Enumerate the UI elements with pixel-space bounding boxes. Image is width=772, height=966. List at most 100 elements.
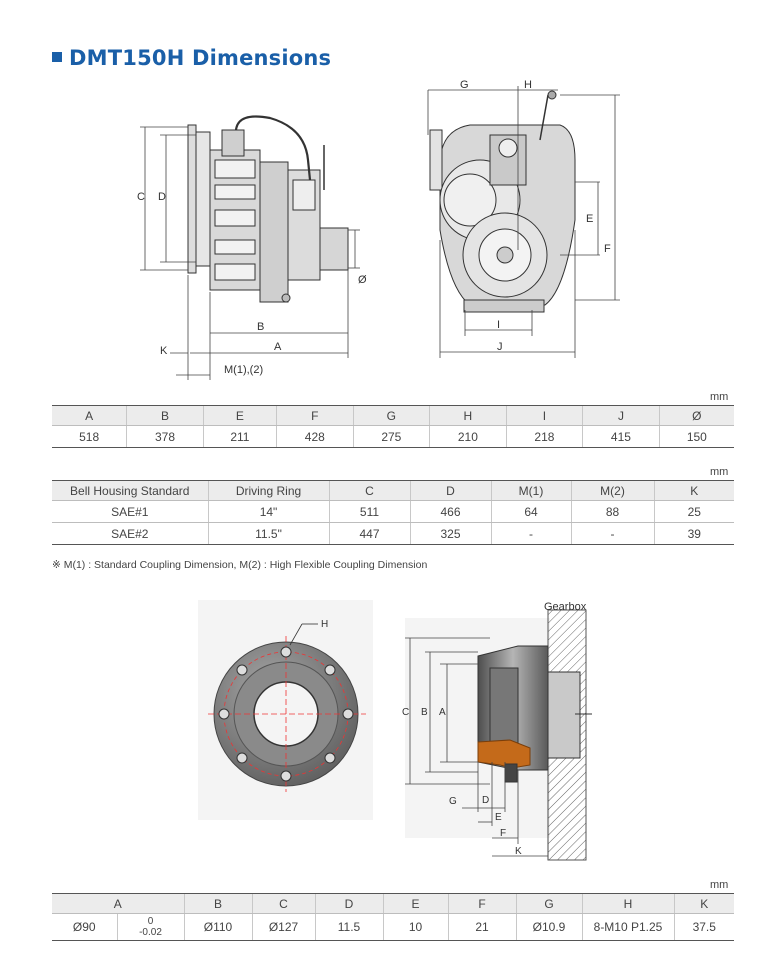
label-front-G: G [460, 79, 469, 91]
value-E: 211 [202, 425, 277, 448]
header-K: K [653, 480, 734, 501]
label-front-J: J [497, 341, 503, 353]
value-A: 518 [52, 425, 127, 448]
coupling-section-view [477, 609, 592, 861]
label-front-F: F [604, 243, 611, 255]
value-H: 8-M10 P1.25 [581, 913, 674, 941]
tolerance-upper: 0 [147, 916, 154, 927]
cell: 466 [409, 500, 491, 523]
cell: - [490, 522, 571, 545]
value-A: Ø90 [52, 913, 117, 941]
main-dimensions-table: A B E F G H I J Ø 518 378 211 428 275 21… [52, 405, 734, 448]
header-F: F [276, 405, 354, 426]
coupling-drawing: H C B A G D E F K Gearbox [198, 600, 592, 861]
header-E: E [382, 893, 448, 914]
cell: 325 [409, 522, 491, 545]
header-G: G [515, 893, 582, 914]
value-G: Ø10.9 [515, 913, 582, 941]
label-H: H [321, 619, 328, 630]
title-square-icon [52, 52, 62, 62]
label-side-A: A [274, 341, 282, 353]
value-A-tolerance: 0-0.02 [116, 913, 184, 941]
value-D: 11.5 [314, 913, 383, 941]
header-J: J [582, 405, 660, 426]
header-diameter: Ø [658, 405, 734, 426]
value-F: 21 [447, 913, 516, 941]
dimension-drawing-main: C D B A K Ø M(1),(2) G H E F I J [137, 79, 620, 380]
value-diameter: 150 [658, 425, 734, 448]
label-side-K: K [160, 345, 168, 357]
cell: 64 [490, 500, 571, 523]
header-C: C [251, 893, 315, 914]
bell-housing-table: Bell Housing Standard Driving Ring C D M… [52, 480, 734, 545]
value-J: 415 [582, 425, 660, 448]
header-bell-housing: Bell Housing Standard [52, 480, 208, 501]
table2-unit: mm [710, 466, 729, 478]
label-F: F [500, 828, 506, 839]
front-view [429, 90, 576, 313]
header-E: E [202, 405, 277, 426]
value-B: Ø110 [183, 913, 252, 941]
label-A: A [439, 707, 446, 718]
header-K: K [673, 893, 734, 914]
value-B: 378 [126, 425, 204, 448]
label-side-C: C [137, 191, 145, 203]
cell: 511 [328, 500, 410, 523]
header-C: C [328, 480, 410, 501]
value-F: 428 [276, 425, 354, 448]
value-E: 10 [382, 913, 448, 941]
cell: 39 [653, 522, 734, 545]
table-row: SAE#2 11.5" 447 325 - - 39 [52, 522, 734, 545]
table-row: SAE#1 14" 511 466 64 88 25 [52, 500, 734, 523]
label-front-I: I [497, 319, 500, 331]
cell: 25 [653, 500, 734, 523]
cell: SAE#2 [52, 522, 208, 545]
header-G: G [352, 405, 430, 426]
header-I: I [505, 405, 583, 426]
header-A: A [52, 893, 184, 914]
label-side-B: B [257, 321, 264, 333]
label-side-M: M(1),(2) [224, 364, 263, 376]
value-G: 275 [352, 425, 430, 448]
coupling-dimensions-table: A B C D E F G H K Ø90 0-0.02 Ø110 Ø127 1… [52, 893, 734, 941]
label-side-diameter: Ø [358, 274, 367, 286]
label-front-H: H [524, 79, 532, 91]
page-title: DMT150H Dimensions [52, 46, 331, 70]
header-A: A [52, 405, 127, 426]
table1-unit: mm [710, 391, 729, 403]
gearbox-label: Gearbox [544, 601, 587, 613]
header-H: H [429, 405, 507, 426]
header-F: F [447, 893, 516, 914]
label-side-D: D [158, 191, 166, 203]
section-dimensions [405, 637, 549, 860]
header-D: D [314, 893, 383, 914]
value-I: 218 [505, 425, 583, 448]
header-driving-ring: Driving Ring [207, 480, 329, 501]
front-view-dimensions [427, 86, 620, 358]
coupling-note: ※ M(1) : Standard Coupling Dimension, M(… [52, 559, 428, 571]
table3-unit: mm [710, 879, 729, 891]
label-front-E: E [586, 213, 593, 225]
label-D: D [482, 795, 489, 806]
header-M1: M(1) [490, 480, 571, 501]
header-D: D [409, 480, 491, 501]
cell: 447 [328, 522, 410, 545]
label-K: K [515, 846, 522, 857]
value-C: Ø127 [251, 913, 315, 941]
cell: 88 [570, 500, 654, 523]
flange-front-view [208, 623, 366, 792]
header-B: B [126, 405, 204, 426]
label-B: B [421, 707, 428, 718]
cell: 11.5" [207, 522, 329, 545]
title-text: DMT150H Dimensions [69, 46, 332, 70]
value-H: 210 [429, 425, 507, 448]
header-B: B [183, 893, 252, 914]
label-E: E [495, 812, 502, 823]
cell: - [570, 522, 654, 545]
label-C: C [402, 707, 409, 718]
cell: SAE#1 [52, 500, 208, 523]
tolerance-lower: -0.02 [139, 927, 162, 938]
side-view [187, 115, 349, 303]
header-M2: M(2) [570, 480, 654, 501]
header-H: H [581, 893, 674, 914]
